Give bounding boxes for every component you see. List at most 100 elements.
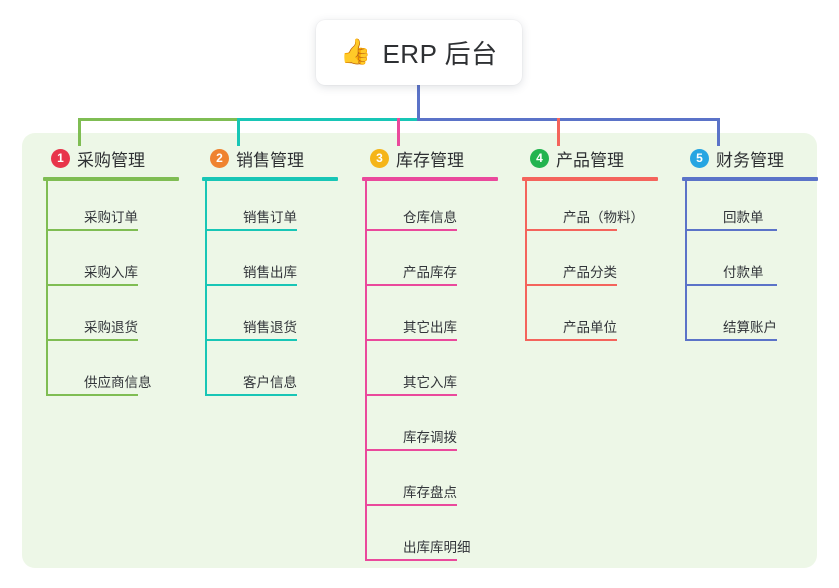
branch-item-list: 仓库信息产品库存其它出库其它入库库存调拨库存盘点出库库明细 (365, 181, 512, 566)
branch-item-label: 销售出库 (243, 265, 297, 280)
branch-item-underline (205, 229, 297, 231)
branch-item-underline (46, 284, 138, 286)
branch-item-label: 库存调拨 (403, 430, 457, 445)
branch-header[interactable]: 1 采购管理 (33, 145, 193, 171)
branch-column-销售管理: 2 销售管理销售订单销售出库销售退货客户信息 (192, 145, 352, 401)
branch-column-财务管理: 5 财务管理回款单付款单结算账户 (672, 145, 832, 346)
branch-item[interactable]: 采购订单 (46, 181, 193, 236)
branch-title: 销售管理 (236, 150, 304, 170)
branch-spine (685, 181, 687, 341)
branch-item[interactable]: 客户信息 (205, 346, 352, 401)
branch-item[interactable]: 产品单位 (525, 291, 672, 346)
branch-item-underline (46, 339, 138, 341)
branch-header[interactable]: 4 产品管理 (512, 145, 672, 171)
drop-4 (557, 118, 560, 146)
branch-item-label: 产品分类 (563, 265, 617, 280)
branch-number-badge: 1 (51, 148, 70, 168)
branch-item[interactable]: 产品库存 (365, 236, 512, 291)
branch-underline (43, 177, 179, 181)
branch-item-underline (46, 394, 138, 396)
branch-number-badge: 2 (210, 148, 229, 168)
branch-item-underline (205, 339, 297, 341)
branch-title: 采购管理 (77, 150, 145, 170)
branch-item[interactable]: 其它出库 (365, 291, 512, 346)
bus-segment-3 (417, 118, 557, 121)
branch-item-label: 销售订单 (243, 210, 297, 225)
branch-item-label: 其它入库 (403, 375, 457, 390)
branch-number-badge: 3 (370, 148, 389, 168)
branch-item-underline (365, 339, 457, 341)
branch-item[interactable]: 仓库信息 (365, 181, 512, 236)
branch-spine (365, 181, 367, 561)
branch-spine (525, 181, 527, 341)
branch-item[interactable]: 库存调拨 (365, 401, 512, 456)
branch-item-label: 采购订单 (84, 210, 138, 225)
branch-item[interactable]: 出库库明细 (365, 511, 512, 566)
branch-header[interactable]: 5 财务管理 (672, 145, 832, 171)
drop-1 (78, 118, 81, 146)
branch-item[interactable]: 结算账户 (685, 291, 832, 346)
branch-item-underline (365, 559, 457, 561)
branch-underline (202, 177, 338, 181)
branch-item[interactable]: 采购入库 (46, 236, 193, 291)
branch-item[interactable]: 库存盘点 (365, 456, 512, 511)
branch-spine (46, 181, 48, 396)
drop-5 (717, 118, 720, 146)
branch-item-label: 产品（物料） (563, 210, 644, 225)
branch-item[interactable]: 产品（物料） (525, 181, 672, 236)
branch-item-underline (685, 229, 777, 231)
drop-3 (397, 118, 400, 146)
branch-spine (205, 181, 207, 396)
branch-title: 产品管理 (556, 150, 624, 170)
root-node[interactable]: 👍 ERP 后台 (316, 20, 522, 85)
branch-item-underline (365, 229, 457, 231)
branch-title: 财务管理 (716, 150, 784, 170)
bus-segment-2 (237, 118, 420, 121)
bus-segment-4 (557, 118, 720, 121)
branch-item-underline (205, 284, 297, 286)
branch-item-list: 产品（物料） 产品分类产品单位 (525, 181, 672, 346)
root-title: ERP 后台 (382, 39, 498, 69)
branch-underline (682, 177, 818, 181)
branch-item-label: 其它出库 (403, 320, 457, 335)
branch-item-list: 采购订单采购入库采购退货供应商信息 (46, 181, 193, 401)
branch-item-underline (525, 339, 617, 341)
branch-item-underline (685, 284, 777, 286)
branch-item[interactable]: 销售出库 (205, 236, 352, 291)
branch-underline (362, 177, 498, 181)
branch-item-label: 采购入库 (84, 265, 138, 280)
branch-number-badge: 5 (690, 148, 709, 168)
branch-item-label: 仓库信息 (403, 210, 457, 225)
branch-item-label: 结算账户 (723, 320, 777, 335)
root-stem (417, 85, 420, 121)
branch-item[interactable]: 其它入库 (365, 346, 512, 401)
branch-item-label: 产品库存 (403, 265, 457, 280)
branch-underline (522, 177, 658, 181)
branch-number-badge: 4 (530, 148, 549, 168)
branch-item-list: 回款单付款单结算账户 (685, 181, 832, 346)
branch-item-underline (365, 284, 457, 286)
branch-item[interactable]: 采购退货 (46, 291, 193, 346)
branch-item-underline (365, 449, 457, 451)
branch-item-underline (46, 229, 138, 231)
branch-item[interactable]: 供应商信息 (46, 346, 193, 401)
branch-column-产品管理: 4 产品管理产品（物料） 产品分类产品单位 (512, 145, 672, 346)
branch-item-underline (365, 504, 457, 506)
branch-item[interactable]: 销售订单 (205, 181, 352, 236)
branch-item[interactable]: 销售退货 (205, 291, 352, 346)
branch-title: 库存管理 (396, 150, 464, 170)
branch-item-label: 回款单 (723, 210, 764, 225)
branch-item-list: 销售订单销售出库销售退货客户信息 (205, 181, 352, 401)
branch-item-label: 出库库明细 (403, 540, 471, 555)
branch-column-库存管理: 3 库存管理仓库信息产品库存其它出库其它入库库存调拨库存盘点出库库明细 (352, 145, 512, 566)
branch-item-label: 销售退货 (243, 320, 297, 335)
branch-item[interactable]: 回款单 (685, 181, 832, 236)
branch-header[interactable]: 2 销售管理 (192, 145, 352, 171)
branch-item[interactable]: 付款单 (685, 236, 832, 291)
bus-segment-1 (78, 118, 237, 121)
branch-item[interactable]: 产品分类 (525, 236, 672, 291)
branch-item-underline (525, 284, 617, 286)
branch-item-underline (525, 229, 617, 231)
branch-header[interactable]: 3 库存管理 (352, 145, 512, 171)
drop-2 (237, 118, 240, 146)
